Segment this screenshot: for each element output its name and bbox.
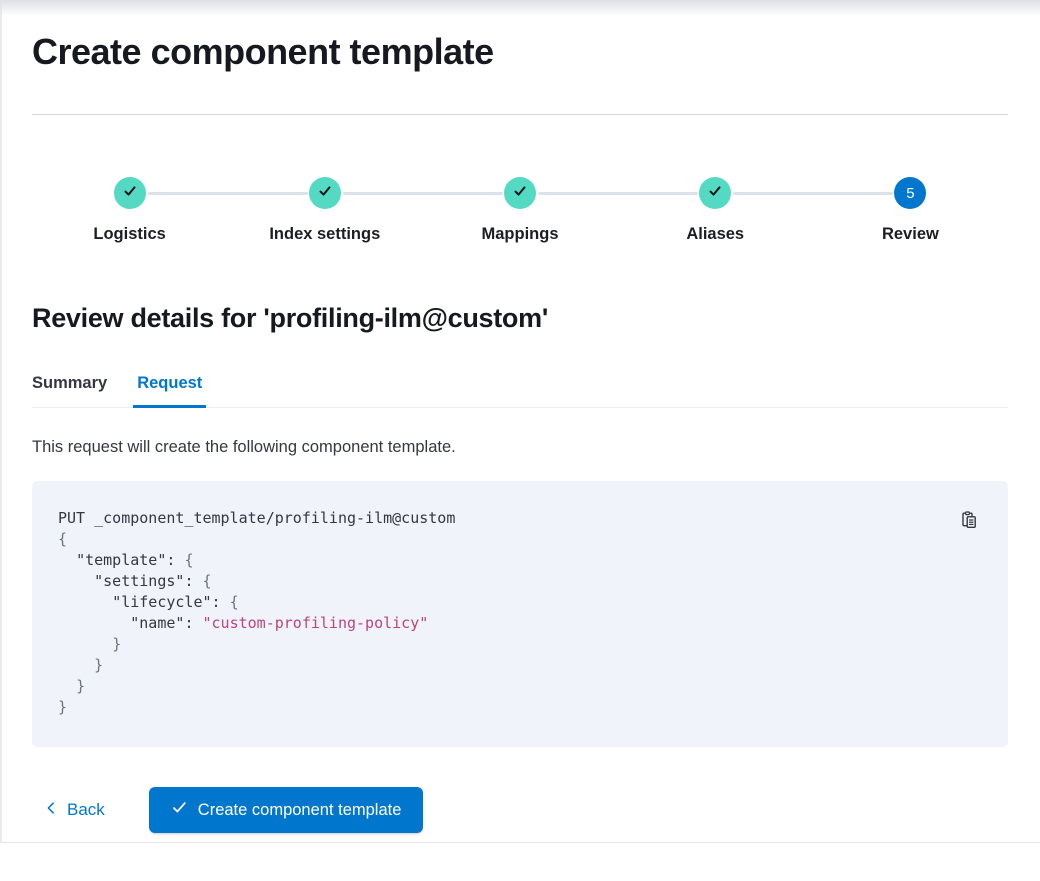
check-icon: [317, 183, 333, 204]
check-icon: [512, 183, 528, 204]
step-label: Index settings: [269, 225, 381, 243]
header-divider: [32, 114, 1008, 115]
check-icon: [171, 799, 188, 821]
check-icon: [122, 183, 138, 204]
step-indicator: Logistics Index settings Mappi: [32, 177, 1008, 244]
review-tabs: Summary Request: [32, 374, 1008, 408]
code-content: PUT _component_template/profiling-ilm@cu…: [58, 509, 456, 716]
step-logistics[interactable]: Logistics: [32, 177, 308, 244]
tab-summary[interactable]: Summary: [32, 374, 108, 392]
copy-to-clipboard-button[interactable]: [959, 510, 979, 530]
step-review[interactable]: 5 Review: [813, 177, 1008, 244]
step-label: Aliases: [686, 225, 745, 243]
step-aliases[interactable]: Aliases: [618, 177, 894, 244]
panel-bottom-border: [0, 842, 1040, 843]
copy-clipboard-icon: [959, 511, 979, 533]
back-button-label: Back: [67, 800, 105, 819]
back-button[interactable]: Back: [32, 800, 105, 820]
submit-button-label: Create component template: [197, 800, 402, 819]
step-label: Mappings: [481, 225, 559, 243]
step-label: Logistics: [93, 225, 166, 243]
step-number: 5: [906, 184, 915, 202]
check-icon: [707, 183, 723, 204]
chevron-left-icon: [44, 800, 58, 820]
step-circle-active: 5: [894, 177, 927, 209]
step-mappings[interactable]: Mappings: [422, 177, 698, 244]
step-circle-complete: [504, 177, 536, 209]
review-details-heading: Review details for 'profiling-ilm@custom…: [32, 303, 548, 333]
request-code-block: PUT _component_template/profiling-ilm@cu…: [32, 481, 1008, 747]
wizard-footer: Back Create component template: [32, 787, 1008, 833]
create-component-template-button[interactable]: Create component template: [148, 787, 424, 833]
step-index-settings[interactable]: Index settings: [227, 177, 503, 244]
step-circle-complete: [699, 177, 732, 209]
page-title: Create component template: [32, 31, 494, 72]
panel-left-border: [0, 0, 2, 843]
request-description: This request will create the following c…: [32, 438, 456, 456]
step-connector: [147, 192, 308, 195]
step-connector: [538, 192, 698, 195]
step-label: Review: [881, 225, 939, 243]
step-circle-complete: [113, 177, 146, 209]
step-circle-complete: [308, 177, 341, 209]
step-connector: [342, 192, 503, 195]
step-connector: [733, 192, 894, 195]
tab-request[interactable]: Request: [133, 374, 207, 408]
